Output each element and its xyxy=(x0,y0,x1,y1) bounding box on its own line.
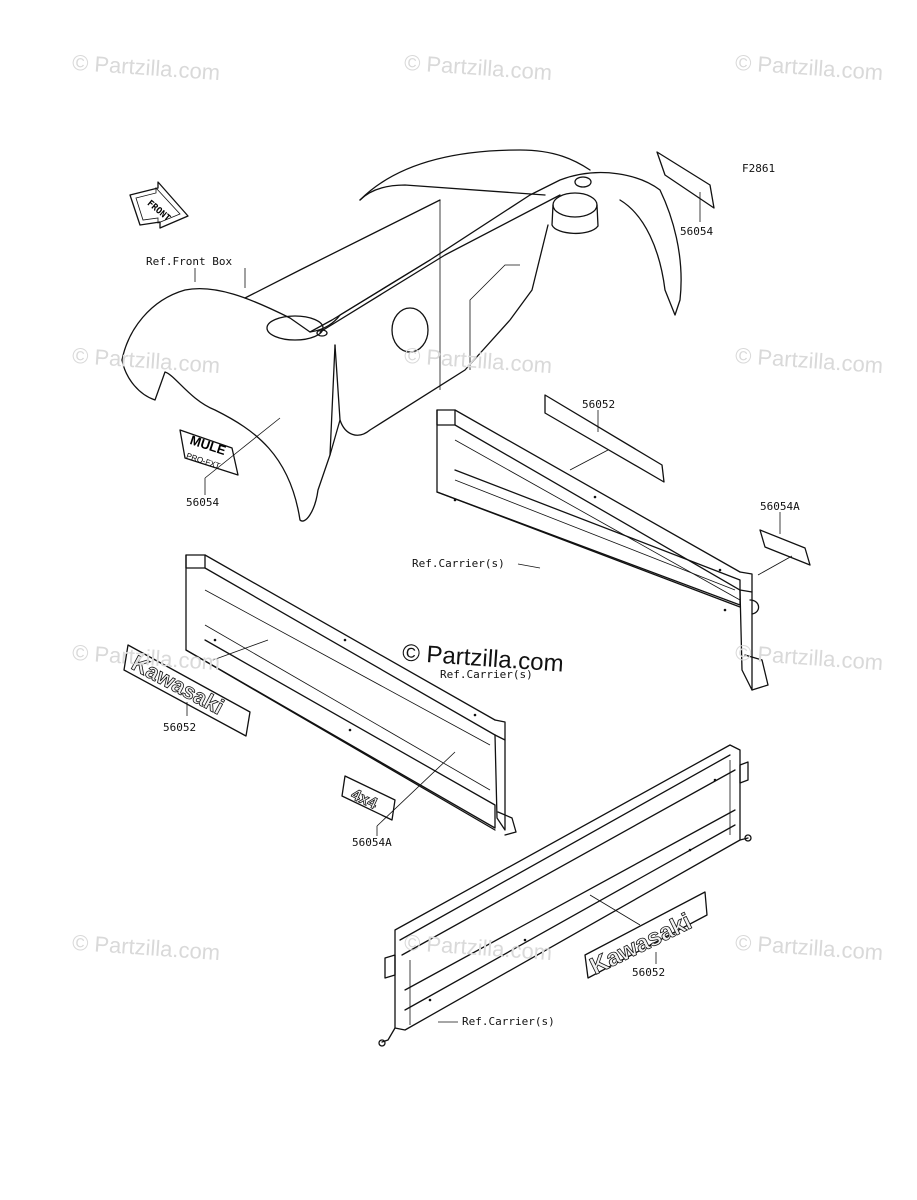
part-56054-left-label: 56054 xyxy=(186,496,220,509)
decal-56054-top xyxy=(656,151,715,209)
ref-front-box-label: Ref.Front Box xyxy=(146,255,233,268)
front-arrow-label: FRONT xyxy=(145,199,173,224)
front-arrow-icon: FRONT xyxy=(129,181,189,229)
four-by-four-decal: 4x4 xyxy=(341,775,396,821)
part-56052-bottom-label: 56052 xyxy=(632,966,666,979)
part-56054A-right-label: 56054A xyxy=(760,500,800,513)
front-box xyxy=(121,149,682,522)
ref-carrier-label-3: Ref.Carrier(s) xyxy=(462,1015,555,1028)
carrier-panel-middle xyxy=(185,554,517,836)
carrier-panel-lower xyxy=(378,744,752,1047)
part-56052-left-label: 56052 xyxy=(163,721,197,734)
mule-decal: MULE PRO-FXT xyxy=(179,429,239,476)
leader-lines xyxy=(186,192,793,1023)
decal-56052-top xyxy=(544,394,665,483)
ref-carrier-label-2: Ref.Carrier(s) xyxy=(440,668,533,681)
part-56054A-bottom-label: 56054A xyxy=(352,836,392,849)
carrier-panel-upper xyxy=(436,409,769,691)
diagram-id-label: F2861 xyxy=(742,162,776,175)
part-56052-top-label: 56052 xyxy=(582,398,616,411)
decal-56054A-right xyxy=(759,529,811,566)
ref-carrier-label-1: Ref.Carrier(s) xyxy=(412,557,505,570)
part-56054-top-label: 56054 xyxy=(680,225,714,238)
